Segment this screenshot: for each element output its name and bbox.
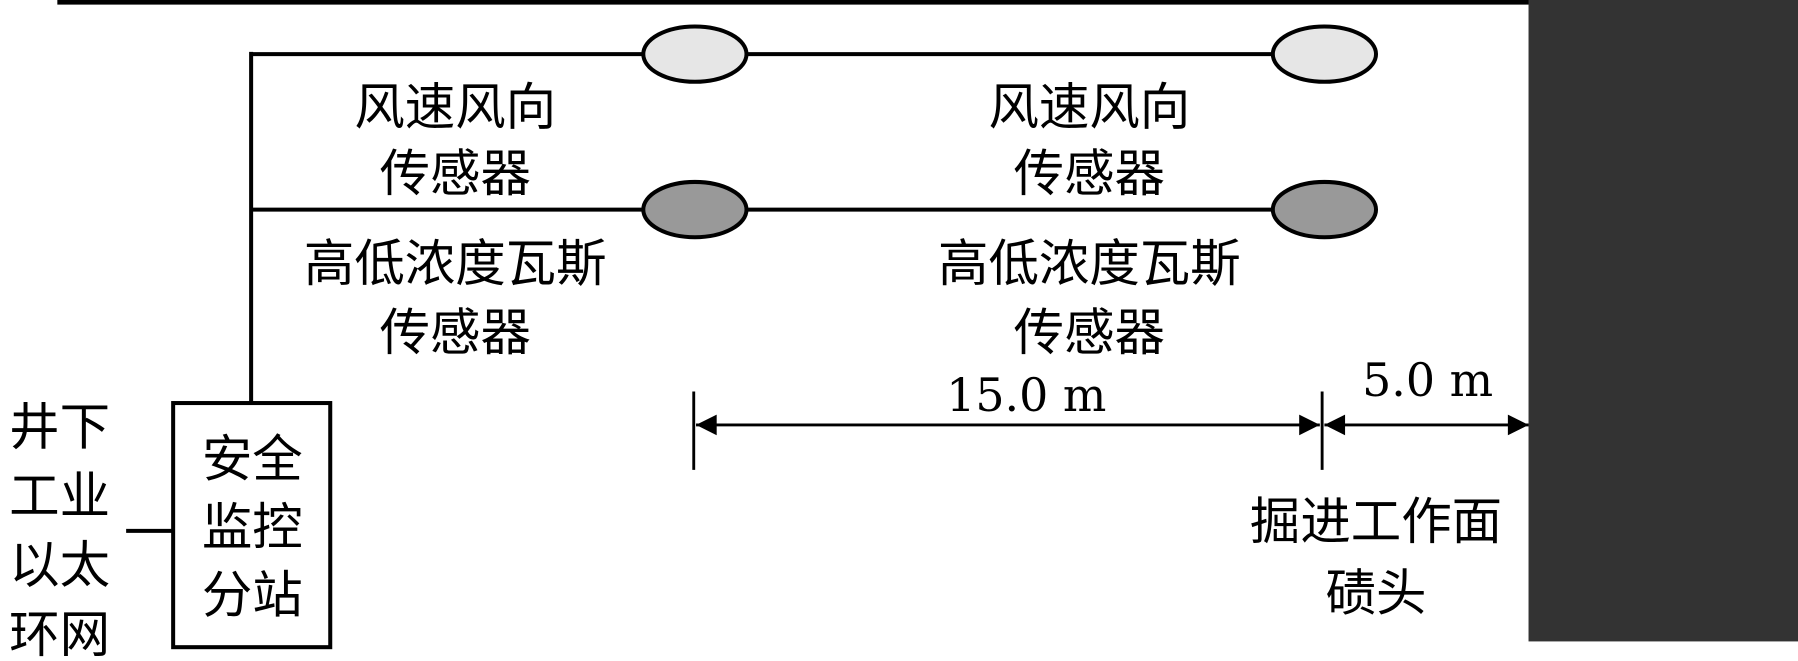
gas-sensor-2: [1270, 179, 1379, 240]
wind-sensor-1: [641, 24, 749, 84]
substation-line2: 监控: [202, 498, 303, 557]
substation-line1: 安全: [202, 430, 303, 489]
wind-label-2-line1: 风速风向: [988, 77, 1190, 136]
gas-sensor-1: [641, 179, 749, 240]
gas-label-1-line1: 高低浓度瓦斯: [304, 234, 607, 293]
gas-label-1-line2: 传感器: [380, 303, 531, 362]
face-label-line2: 碛头: [1326, 563, 1427, 622]
wind-sensor-2: [1270, 24, 1379, 84]
heading-face-wall: [1528, 0, 1798, 642]
network-line3: 以太: [9, 536, 110, 595]
wind-label-2-line2: 传感器: [1014, 144, 1165, 203]
roof-line: [57, 0, 1798, 5]
face-label-line1: 掘进工作面: [1250, 492, 1502, 551]
substation-line3: 分站: [202, 566, 303, 625]
wind-label-1-line2: 传感器: [380, 144, 531, 203]
dim-label-15m: 15.0 m: [946, 368, 1106, 422]
substation-box: [171, 401, 333, 650]
network-line2: 工业: [9, 466, 110, 525]
dim-label-5m: 5.0 m: [1362, 353, 1493, 407]
network-line4: 环网: [9, 605, 110, 661]
wind-label-1-line1: 风速风向: [354, 77, 556, 136]
gas-label-2-line1: 高低浓度瓦斯: [938, 234, 1241, 293]
gas-label-2-line2: 传感器: [1014, 303, 1165, 362]
network-line1: 井下: [9, 397, 110, 456]
